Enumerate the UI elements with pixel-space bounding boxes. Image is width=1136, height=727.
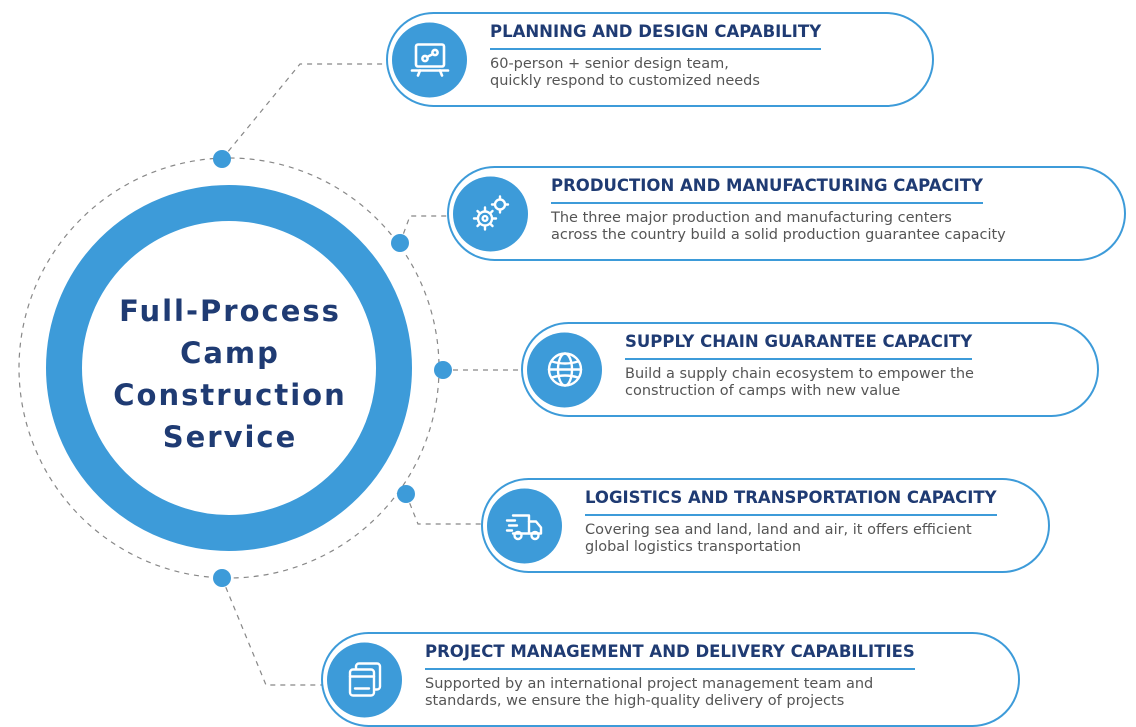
truck-icon <box>487 488 562 563</box>
center-title-line: Construction <box>113 378 347 412</box>
card-production-manufacturing: PRODUCTION AND MANUFACTURING CAPACITY Th… <box>447 166 1126 261</box>
card-title: PROJECT MANAGEMENT AND DELIVERY CAPABILI… <box>425 642 915 670</box>
orbit-dot-3 <box>434 361 452 379</box>
window-icon <box>327 642 402 717</box>
card-description: The three major production and manufactu… <box>551 210 1006 243</box>
card-title: PLANNING AND DESIGN CAPABILITY <box>490 22 822 50</box>
gears-icon <box>453 176 528 251</box>
card-logistics-transportation: LOGISTICS AND TRANSPORTATION CAPACITY Co… <box>481 478 1050 573</box>
card-description: Supported by an international project ma… <box>425 676 874 709</box>
card-planning-design: PLANNING AND DESIGN CAPABILITY 60-person… <box>386 12 934 107</box>
card-description: Build a supply chain ecosystem to empowe… <box>625 366 974 399</box>
center-title-line: Service <box>162 420 298 454</box>
orbit-dot-4 <box>397 485 415 503</box>
center-title-line: Full-Process <box>119 294 341 328</box>
connector-5 <box>221 577 324 686</box>
center-title-line: Camp <box>180 336 280 370</box>
orbit-dot-5 <box>213 569 231 587</box>
card-project-management: PROJECT MANAGEMENT AND DELIVERY CAPABILI… <box>321 632 1020 727</box>
center-title: Full-Process Camp Construction Service <box>80 290 380 458</box>
card-title: PRODUCTION AND MANUFACTURING CAPACITY <box>551 176 983 204</box>
card-supply-chain: SUPPLY CHAIN GUARANTEE CAPACITY Build a … <box>521 322 1099 417</box>
card-description: 60-person + senior design team, quickly … <box>490 56 760 89</box>
connector-1 <box>221 63 388 160</box>
globe-icon <box>527 332 602 407</box>
card-title: LOGISTICS AND TRANSPORTATION CAPACITY <box>585 488 997 516</box>
connector-4 <box>405 493 484 525</box>
card-description: Covering sea and land, land and air, it … <box>585 522 972 555</box>
orbit-dot-1 <box>213 150 231 168</box>
center-ring <box>46 185 412 551</box>
design-board-icon <box>392 22 467 97</box>
card-title: SUPPLY CHAIN GUARANTEE CAPACITY <box>625 332 973 360</box>
orbit-dot-2 <box>391 234 409 252</box>
